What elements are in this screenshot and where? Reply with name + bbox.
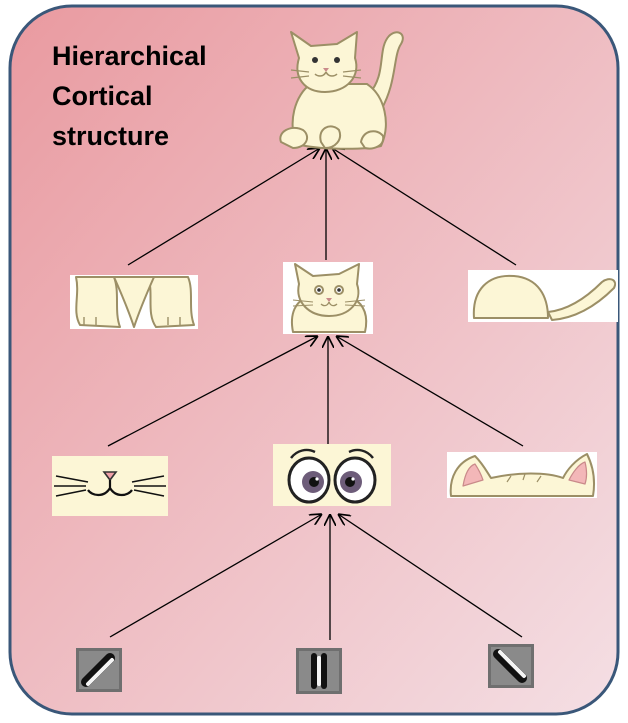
cat-head-image bbox=[283, 262, 373, 334]
cat-back-image bbox=[468, 270, 618, 322]
cat-mouth-image bbox=[52, 456, 168, 516]
vertical-edge-filter bbox=[296, 648, 342, 694]
title-line-2: Cortical bbox=[52, 76, 282, 116]
diagram-title: Hierarchical Cortical structure bbox=[52, 36, 282, 156]
diagonal-edge-filter bbox=[76, 648, 122, 692]
cat-legs-image bbox=[70, 275, 198, 329]
title-line-3: structure bbox=[52, 116, 282, 156]
cat-ears-image bbox=[447, 452, 597, 498]
cat-eyes-image bbox=[273, 444, 391, 506]
antidiagonal-edge-filter bbox=[488, 644, 534, 688]
title-line-1: Hierarchical bbox=[52, 36, 282, 76]
